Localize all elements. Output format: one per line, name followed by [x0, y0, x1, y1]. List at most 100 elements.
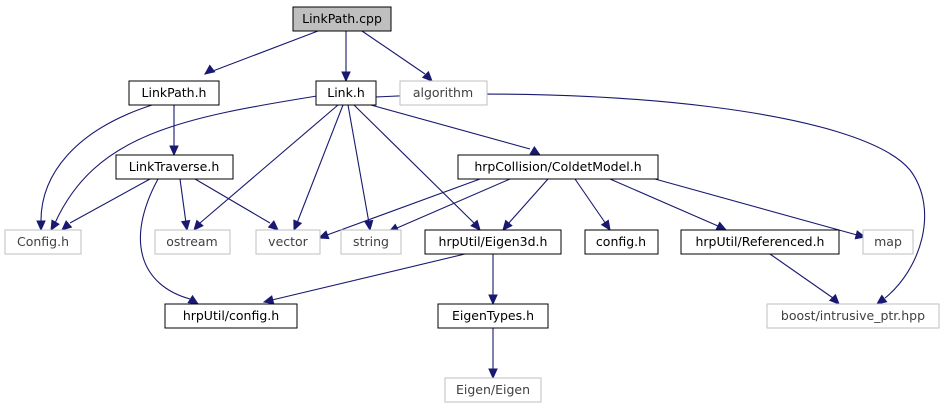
arrowhead-link_h-to-eigen3d_h	[470, 219, 481, 231]
arrowhead-linktraverse_h-to-hrputil_config_h	[187, 294, 200, 305]
edge-referenced_h-to-boost_intrusive_ptr	[769, 253, 834, 299]
node-linkpath-cpp[interactable]: LinkPath.cpp	[292, 6, 392, 32]
node-string-label: string	[353, 234, 389, 249]
node-config-h-upper-label: Config.h	[17, 234, 69, 249]
node-vector-label: vector	[268, 234, 309, 249]
edge-link_h-to-ostream	[199, 104, 339, 224]
node-coldetmodel-h-label: hrpCollision/ColdetModel.h	[474, 159, 641, 174]
node-map[interactable]: map	[862, 229, 914, 255]
node-config-h-lower-label: config.h	[596, 234, 646, 249]
arrowhead-linkpath_cpp-to-link_h	[341, 71, 351, 83]
edge-linktraverse_h-to-hrputil_config_h	[139, 178, 191, 300]
edge-link_h-to-vector	[296, 104, 344, 224]
edge-linktraverse_h-to-ostream	[179, 178, 187, 224]
edge-linkpath_cpp-to-linkpath_h	[204, 30, 319, 75]
node-map-label: map	[874, 234, 902, 249]
arrowhead-coldetmodel_h-to-referenced_h	[715, 221, 728, 231]
edge-link_h-to-boost_intrusive_ptr	[375, 93, 926, 299]
node-link-h-label: Link.h	[327, 85, 365, 100]
edge-link_h-to-string	[347, 104, 370, 224]
node-referenced-h[interactable]: hrpUtil/Referenced.h	[680, 229, 840, 255]
arrowhead-link_h-to-boost_intrusive_ptr	[876, 294, 888, 305]
edge-link_h-to-eigen3d_h	[353, 104, 475, 224]
node-string-box	[340, 229, 402, 255]
node-boost-intrusive-ptr[interactable]: boost/intrusive_ptr.hpp	[766, 303, 940, 329]
node-linktraverse-h-label: LinkTraverse.h	[129, 159, 220, 174]
edge-coldetmodel_h-to-config_h_lower	[574, 178, 607, 225]
node-eigen3d-h-box	[424, 229, 562, 255]
edge-link_h-to-coldetmodel_h	[370, 104, 531, 150]
node-ostream-label: ostream	[166, 234, 217, 249]
node-config-h-upper-box	[4, 229, 82, 255]
edge-link_h-to-config_h_upper	[54, 95, 318, 224]
arrowhead-linkpath_cpp-to-linkpath_h	[204, 64, 216, 75]
node-hrputil-config-h-label: hrpUtil/config.h	[183, 308, 279, 323]
edge-linkpath_cpp-to-algorithm	[361, 30, 426, 75]
node-eigen3d-h-label: hrpUtil/Eigen3d.h	[439, 234, 548, 249]
node-algorithm-label: algorithm	[413, 85, 473, 100]
nodes-layer: LinkPath.cpp LinkPath.h Link.h algorithm…	[4, 6, 940, 403]
node-referenced-h-label: hrpUtil/Referenced.h	[696, 234, 825, 249]
edge-coldetmodel_h-to-vector	[326, 178, 481, 236]
arrowhead-coldetmodel_h-to-vector	[317, 230, 330, 240]
arrowhead-linktraverse_h-to-config_h_upper	[61, 220, 73, 231]
node-eigentypes-h-label: EigenTypes.h	[452, 308, 534, 323]
node-boost-intrusive-ptr-label: boost/intrusive_ptr.hpp	[781, 308, 925, 323]
node-hrputil-config-h-box	[164, 303, 298, 329]
node-eigen-eigen-label: Eigen/Eigen	[456, 382, 530, 397]
edge-coldetmodel_h-to-referenced_h	[609, 178, 719, 227]
node-config-h-lower[interactable]: config.h	[584, 229, 659, 255]
node-eigen3d-h[interactable]: hrpUtil/Eigen3d.h	[424, 229, 562, 255]
node-string[interactable]: string	[340, 229, 402, 255]
arrowhead-linktraverse_h-to-vector	[267, 220, 279, 231]
node-boost-intrusive-ptr-box	[766, 303, 940, 329]
node-algorithm[interactable]: algorithm	[399, 80, 488, 106]
edge-linktraverse_h-to-vector	[194, 178, 271, 224]
arrowhead-eigentypes_h-to-eigen_eigen	[488, 368, 498, 380]
node-referenced-h-box	[680, 229, 840, 255]
node-eigen-eigen-box	[444, 377, 542, 403]
node-ostream-box	[154, 229, 231, 255]
node-hrputil-config-h[interactable]: hrpUtil/config.h	[164, 303, 298, 329]
node-vector[interactable]: vector	[255, 229, 321, 255]
edge-coldetmodel_h-to-map	[654, 178, 858, 236]
arrowhead-eigen3d_h-to-eigentypes_h	[488, 294, 498, 306]
node-linkpath-h-box	[128, 80, 220, 106]
arrowhead-linkpath_cpp-to-algorithm	[421, 70, 433, 82]
node-linkpath-cpp-label: LinkPath.cpp	[302, 11, 382, 26]
node-eigentypes-h-box	[437, 303, 549, 329]
arrowhead-referenced_h-to-boost_intrusive_ptr	[828, 293, 840, 305]
arrowhead-linktraverse_h-to-ostream	[180, 219, 191, 232]
arrowhead-link_h-to-coldetmodel_h	[529, 146, 542, 156]
node-eigen-eigen[interactable]: Eigen/Eigen	[444, 377, 542, 403]
arrowhead-coldetmodel_h-to-eigen3d_h	[502, 219, 513, 231]
arrowhead-link_h-to-vector	[293, 219, 303, 232]
node-linkpath-h-label: LinkPath.h	[142, 85, 207, 100]
node-link-h-box	[315, 80, 377, 106]
node-eigentypes-h[interactable]: EigenTypes.h	[437, 303, 549, 329]
edge-coldetmodel_h-to-eigen3d_h	[507, 178, 549, 225]
node-linktraverse-h[interactable]: LinkTraverse.h	[115, 154, 234, 180]
node-vector-box	[255, 229, 321, 255]
edge-linktraverse_h-to-config_h_upper	[69, 178, 151, 224]
arrowhead-coldetmodel_h-to-config_h_lower	[600, 219, 611, 232]
arrowhead-link_h-to-string	[363, 219, 374, 232]
edge-eigen3d_h-to-hrputil_config_h	[271, 253, 466, 301]
arrowhead-eigen3d_h-to-hrputil_config_h	[262, 295, 275, 305]
node-linkpath-h[interactable]: LinkPath.h	[128, 80, 220, 106]
node-coldetmodel-h[interactable]: hrpCollision/ColdetModel.h	[457, 154, 659, 180]
node-ostream[interactable]: ostream	[154, 229, 231, 255]
node-linkpath-cpp-box	[292, 6, 392, 32]
arrowhead-linkpath_h-to-config_h_upper	[36, 220, 46, 232]
node-algorithm-box	[399, 80, 488, 106]
node-linktraverse-h-box	[115, 154, 234, 180]
node-map-box	[862, 229, 914, 255]
node-coldetmodel-h-box	[457, 154, 659, 180]
arrowhead-link_h-to-ostream	[193, 219, 204, 231]
node-config-h-upper[interactable]: Config.h	[4, 229, 82, 255]
node-config-h-lower-box	[584, 229, 659, 255]
arrowhead-linkpath_h-to-linktraverse_h	[169, 145, 179, 157]
node-link-h[interactable]: Link.h	[315, 80, 377, 106]
edge-coldetmodel_h-to-string	[396, 178, 511, 229]
